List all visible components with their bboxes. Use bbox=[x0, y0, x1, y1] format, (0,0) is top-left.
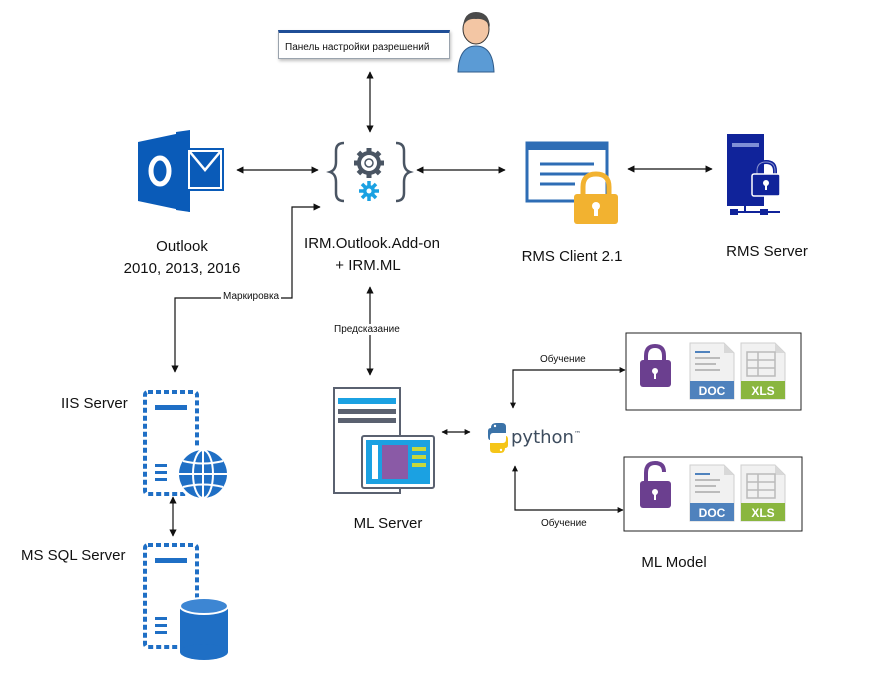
rms-server-icon bbox=[727, 134, 781, 215]
addon-label: IRM.Outlook.Add-on bbox=[304, 235, 440, 252]
edge-python-model-bottom bbox=[512, 465, 624, 513]
python-tm: ™ bbox=[573, 430, 581, 438]
iis-server-icon bbox=[143, 390, 230, 501]
permissions-panel-label: Панель настройки разрешений bbox=[285, 42, 430, 53]
lock-open-icon bbox=[640, 460, 671, 508]
python-icon bbox=[488, 423, 508, 453]
python-label: python™ bbox=[511, 427, 581, 448]
addon-ml-label: + IRM.ML bbox=[335, 257, 401, 274]
training-edge-label-top: Обучение bbox=[538, 354, 588, 365]
rms-client-icon bbox=[525, 141, 618, 224]
edge-python-model-top bbox=[510, 367, 626, 409]
outlook-versions-label: 2010, 2013, 2016 bbox=[123, 260, 241, 277]
outlook-label: Outlook bbox=[156, 238, 208, 255]
sql-server-icon bbox=[143, 543, 229, 660]
user-icon bbox=[457, 12, 495, 73]
python-text: python bbox=[511, 427, 574, 448]
doc-file-label: DOC bbox=[698, 384, 726, 398]
xls-file-label-2: XLS bbox=[751, 506, 775, 520]
training-files-unlocked bbox=[623, 456, 803, 532]
iis-server-label: IIS Server bbox=[61, 395, 128, 412]
addon-gear-icon bbox=[326, 141, 414, 203]
doc-file-icon-2 bbox=[689, 464, 735, 522]
ml-server-label: ML Server bbox=[353, 515, 423, 532]
rms-server-label: RMS Server bbox=[726, 243, 808, 260]
ml-model-label: ML Model bbox=[641, 554, 707, 571]
sql-server-label: MS SQL Server bbox=[21, 547, 126, 564]
prediction-edge-label: Предсказание bbox=[332, 324, 402, 335]
ml-server-icon bbox=[333, 387, 435, 494]
marking-edge-label: Маркировка bbox=[221, 291, 282, 302]
outlook-icon bbox=[138, 130, 224, 212]
training-edge-label-bottom: Обучение bbox=[539, 518, 589, 529]
doc-file-icon bbox=[689, 342, 735, 400]
permissions-panel[interactable]: Панель настройки разрешений bbox=[278, 30, 450, 59]
xls-file-label: XLS bbox=[751, 384, 775, 398]
xls-file-icon-2 bbox=[740, 464, 786, 522]
edge-addon-iis-marking bbox=[171, 203, 321, 373]
rms-client-label: RMS Client 2.1 bbox=[521, 248, 623, 265]
doc-file-label-2: DOC bbox=[698, 506, 726, 520]
training-files-locked bbox=[625, 332, 802, 411]
lock-closed-icon bbox=[640, 343, 671, 387]
xls-file-icon bbox=[740, 342, 786, 400]
